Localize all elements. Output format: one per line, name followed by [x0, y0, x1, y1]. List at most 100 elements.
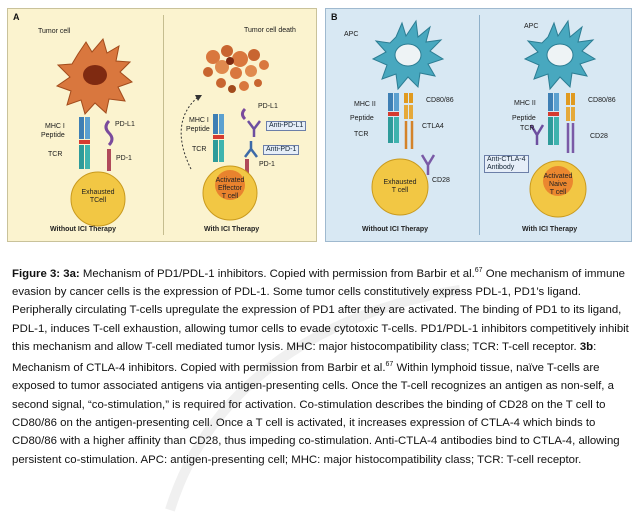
label-mhc: MHC II	[514, 100, 536, 107]
tcr-receptor	[388, 117, 393, 143]
tcr-receptor	[219, 140, 224, 162]
label-tcr: TCR	[48, 151, 63, 158]
label-anti-pd1: Anti-PD-1	[263, 145, 300, 155]
panel-divider	[163, 15, 164, 235]
exhausted-tcell-label: Exhausted T cell	[383, 179, 417, 194]
pdl1-receptor	[104, 119, 114, 147]
caption-text: Within lymphoid tissue, naïve T-cells ar…	[12, 362, 620, 466]
caption-label-b: 3b	[579, 340, 594, 353]
ctla4-receptor	[404, 121, 414, 149]
cd80-receptor	[409, 93, 413, 103]
activated-tcell-label: Activated Effector T cell	[215, 177, 245, 200]
peptide	[388, 112, 399, 116]
panel-title: With ICI Therapy	[522, 226, 578, 233]
label-tcr: TCR	[192, 146, 207, 153]
label-peptide: Peptide	[350, 115, 374, 122]
peptide	[548, 112, 559, 116]
exhausted-tcell	[371, 158, 429, 216]
pd1-receptor	[107, 149, 111, 171]
label-tcr: TCR	[520, 125, 535, 132]
label-tcr: TCR	[354, 131, 369, 138]
cd80-receptor	[409, 105, 413, 119]
arrow-head	[195, 95, 202, 101]
pdl1-receptor	[241, 107, 247, 121]
tumor-nucleus	[83, 65, 107, 85]
cd80-receptor	[571, 93, 575, 105]
cd28-receptor	[420, 154, 436, 175]
mhc-receptor	[548, 93, 553, 111]
label-tumor-cell: Tumor cell	[38, 28, 71, 35]
curved-arrow	[180, 96, 199, 170]
tcr-receptor	[394, 117, 399, 143]
tcr-receptor	[548, 117, 553, 145]
activated-core	[543, 166, 573, 196]
tumor-fragments	[203, 45, 269, 93]
label-tumor-death: Tumor cell death	[244, 27, 296, 34]
mhc-receptor	[85, 117, 90, 139]
mhc-receptor	[394, 93, 399, 111]
panel-title: With ICI Therapy	[204, 226, 260, 233]
mhc-receptor	[213, 114, 218, 134]
panel-a-illustration	[55, 37, 269, 227]
label-pdl1: PD-L1	[258, 103, 278, 110]
anti-pdl1-antibody	[247, 120, 261, 137]
mhc-receptor	[219, 114, 224, 134]
label-peptide: Peptide	[41, 132, 65, 139]
tcr-receptor	[79, 145, 84, 169]
pd1-receptor	[245, 159, 249, 173]
label-pd1: PD-1	[259, 161, 275, 168]
caption-text: Mechanism of PD1/PDL-1 inhibitors. Copie…	[79, 267, 475, 280]
label-apc: APC	[524, 23, 539, 30]
anti-ctla4-antibody	[529, 124, 545, 145]
apc-cell	[523, 19, 597, 91]
figure-panel-b: B APC MHC II Peptide TCR CD80/86 CTLA4 C…	[325, 8, 632, 242]
label-cd80: CD80/86	[588, 97, 616, 104]
caption-label-a: Figure 3: 3a:	[12, 267, 80, 280]
label-peptide: Peptide	[186, 126, 210, 133]
mhc-receptor	[79, 117, 84, 139]
activated-tcell-label: Activated Naive T cell	[543, 173, 573, 196]
apc-cell	[371, 19, 445, 91]
peptide	[79, 140, 90, 144]
anti-pd1-antibody	[244, 141, 258, 158]
label-mhc: MHC I	[189, 117, 209, 124]
caption-ref: 67	[474, 267, 483, 274]
mhc-receptor	[388, 93, 393, 111]
caption-text: One mechanism of immune evasion by cance…	[12, 267, 629, 353]
cd80-receptor	[566, 107, 570, 121]
label-anti-pdl1: Anti-PD-L1	[266, 121, 307, 131]
figure-panel-a: A Tumor cell MHC I Peptide PD-L1 TCR PD-…	[7, 8, 317, 242]
panel-letter: A	[13, 12, 20, 22]
label-mhc: MHC II	[354, 101, 376, 108]
panel-letter: B	[331, 12, 338, 22]
panel-b-illustration	[371, 19, 597, 218]
cd80-receptor	[566, 93, 570, 105]
peptide	[213, 135, 224, 139]
label-mhc: MHC I	[45, 123, 65, 130]
cd80-receptor	[404, 105, 408, 119]
exhausted-tcell-label: Exhausted TCell	[81, 189, 115, 204]
panel-title: Without ICI Therapy	[362, 226, 429, 233]
label-pd1: PD-1	[116, 155, 132, 162]
mhc-receptor	[554, 93, 559, 111]
label-apc: APC	[344, 31, 359, 38]
cd80-receptor	[404, 93, 408, 103]
panel-title: Without ICI Therapy	[50, 226, 117, 233]
tcr-receptor	[213, 140, 218, 162]
caption-text: : Mechanism of CTLA-4 inhibitors. Copied…	[12, 340, 597, 375]
label-cd28: CD28	[590, 133, 608, 140]
label-pdl1: PD-L1	[115, 121, 135, 128]
tcr-receptor	[554, 117, 559, 145]
tcr-receptor	[85, 145, 90, 169]
figure-caption: Figure 3: 3a: Mechanism of PD1/PDL-1 inh…	[12, 262, 632, 469]
activated-core	[215, 170, 245, 200]
label-anti-ctla4: Anti-CTLA-4 Antibody	[484, 155, 529, 173]
label-cd28: CD28	[432, 177, 450, 184]
cd80-receptor	[571, 107, 575, 121]
panel-divider	[479, 15, 480, 235]
label-peptide: Peptide	[512, 115, 536, 122]
cd28-receptor	[566, 123, 575, 153]
label-ctla4: CTLA4	[422, 123, 444, 130]
label-cd80: CD80/86	[426, 97, 454, 104]
exhausted-tcell	[70, 171, 126, 227]
